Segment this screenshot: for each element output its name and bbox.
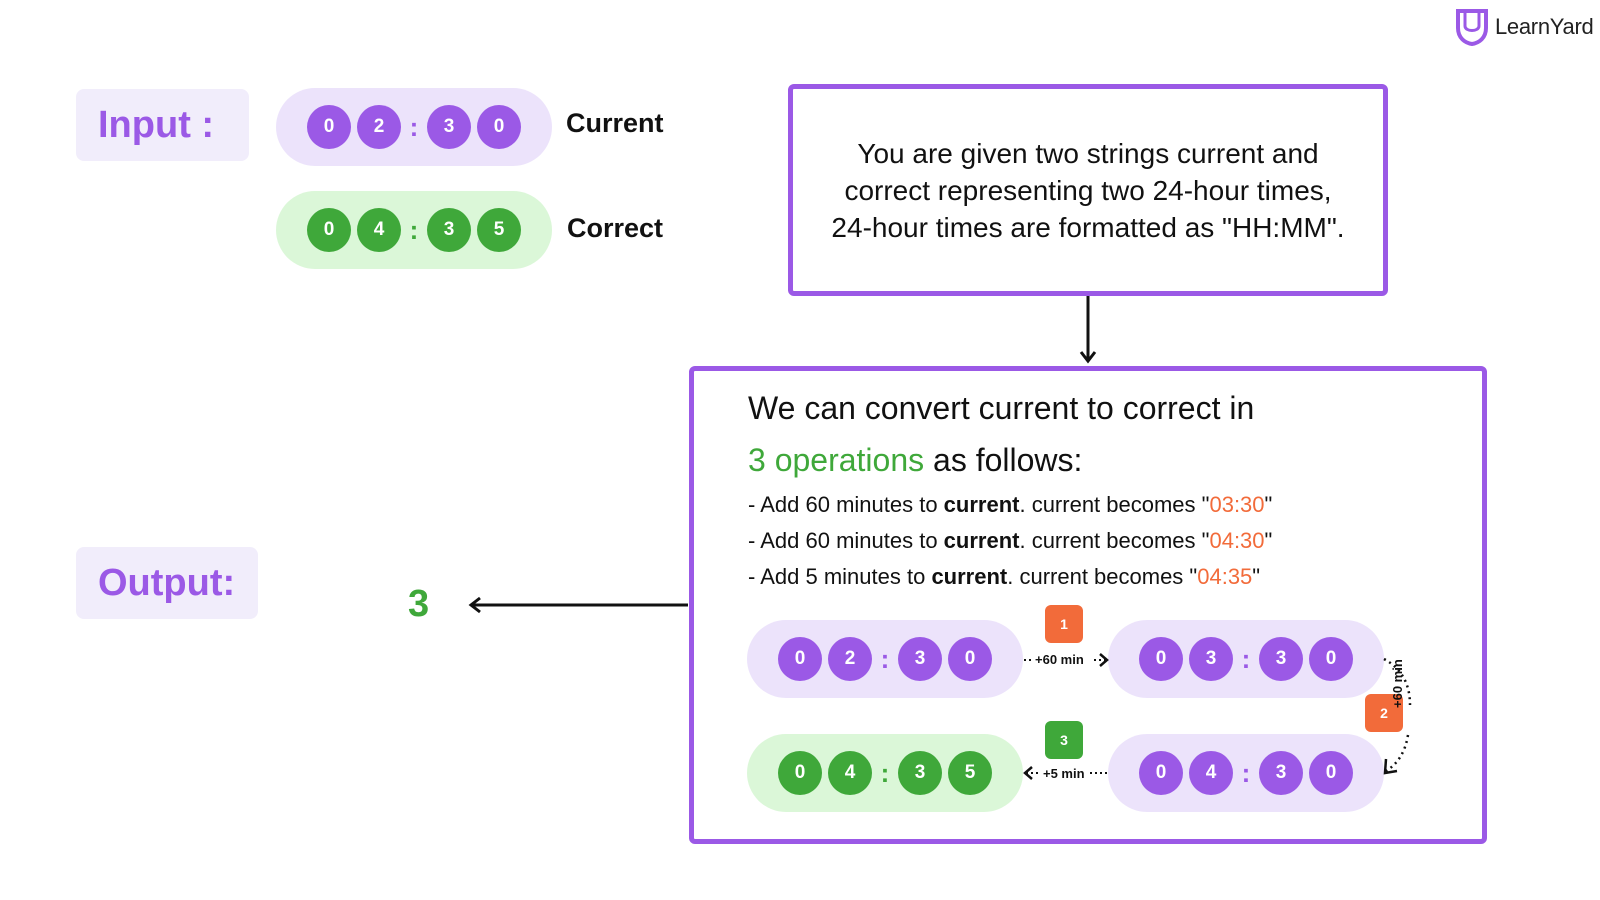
step-text: "	[1264, 492, 1273, 517]
step-text: . current becomes "	[1019, 528, 1210, 553]
flow-time-pill-2: 0 3 : 3 0	[1108, 620, 1384, 698]
flow-time-pill-1: 0 2 : 3 0	[747, 620, 1023, 698]
digit: 3	[427, 208, 471, 252]
digit: 0	[307, 208, 351, 252]
learnyard-logo: LearnYard	[1455, 8, 1595, 46]
digit: 0	[778, 751, 822, 795]
digit: 4	[1189, 751, 1233, 795]
flow-time-pill-4: 0 4 : 3 5	[747, 734, 1023, 812]
digit: 2	[357, 105, 401, 149]
logo-text: LearnYard	[1495, 14, 1594, 39]
colon-separator: :	[1241, 643, 1251, 674]
current-label: Current	[566, 108, 664, 138]
digit: 3	[1259, 637, 1303, 681]
digit: 3	[1259, 751, 1303, 795]
colon-separator: :	[880, 643, 890, 674]
digit: 0	[1309, 637, 1353, 681]
colon-separator: :	[880, 757, 890, 788]
step-bold: current	[931, 564, 1008, 589]
digit: 0	[1139, 751, 1183, 795]
step-text: . current becomes "	[1019, 492, 1210, 517]
operation-badge-3: 3	[1045, 721, 1083, 759]
operation-label-2: +60 min	[1390, 659, 1405, 708]
step-bold: current	[943, 492, 1020, 517]
explanation-subheading: 3 operations as follows:	[748, 442, 1082, 479]
flow-time-pill-3: 0 4 : 3 0	[1108, 734, 1384, 812]
output-label: Output:	[76, 547, 258, 619]
output-value: 3	[408, 583, 430, 625]
digit: 4	[828, 751, 872, 795]
step-text: "	[1252, 564, 1261, 589]
down-arrow-icon	[1079, 296, 1097, 364]
shield-logo-icon	[1456, 9, 1488, 46]
colon-separator: :	[1241, 757, 1251, 788]
step-time: 03:30	[1209, 492, 1265, 517]
step-text: . current becomes "	[1007, 564, 1198, 589]
digit: 0	[1139, 637, 1183, 681]
current-time-pill: 0 2 : 3 0	[276, 88, 552, 166]
dotted-curve-arrow-icon	[1383, 657, 1412, 775]
operation-label-3: +5 min	[1043, 766, 1085, 781]
digit: 3	[898, 637, 942, 681]
step-text: - Add 60 minutes to	[748, 492, 944, 517]
step-line: - Add 5 minutes to current. current beco…	[748, 564, 1260, 590]
digit: 3	[1189, 637, 1233, 681]
digit: 3	[427, 105, 471, 149]
problem-statement-box: You are given two strings current and co…	[788, 84, 1388, 296]
digit: 0	[307, 105, 351, 149]
operation-badge-2: 2	[1365, 694, 1403, 732]
as-follows-text: as follows:	[924, 442, 1083, 478]
digit: 0	[948, 637, 992, 681]
digit: 3	[898, 751, 942, 795]
correct-time-pill: 0 4 : 3 5	[276, 191, 552, 269]
input-label: Input :	[76, 89, 249, 161]
step-line: - Add 60 minutes to current. current bec…	[748, 528, 1272, 554]
step-text: - Add 5 minutes to	[748, 564, 932, 589]
digit: 0	[778, 637, 822, 681]
digit: 2	[828, 637, 872, 681]
digit: 0	[1309, 751, 1353, 795]
colon-separator: :	[409, 214, 419, 245]
digit: 4	[357, 208, 401, 252]
digit: 5	[948, 751, 992, 795]
colon-separator: :	[409, 111, 419, 142]
step-bold: current	[943, 528, 1020, 553]
digit: 5	[477, 208, 521, 252]
operation-label-1: +60 min	[1035, 652, 1084, 667]
explanation-heading: We can convert current to correct in	[748, 390, 1255, 426]
operations-count: 3 operations	[748, 442, 925, 478]
operation-badge-1: 1	[1045, 605, 1083, 643]
step-text: - Add 60 minutes to	[748, 528, 944, 553]
step-line: - Add 60 minutes to current. current bec…	[748, 492, 1272, 518]
digit: 0	[477, 105, 521, 149]
dotted-arrow-right-icon	[1024, 653, 1109, 667]
step-text: "	[1264, 528, 1273, 553]
dotted-arrow-left-icon	[1023, 766, 1108, 780]
step-time: 04:35	[1197, 564, 1253, 589]
left-arrow-icon	[468, 596, 688, 614]
step-time: 04:30	[1209, 528, 1265, 553]
explanation-box	[689, 366, 1487, 844]
correct-label: Correct	[567, 213, 664, 243]
problem-text: You are given two strings current and co…	[831, 137, 1345, 243]
